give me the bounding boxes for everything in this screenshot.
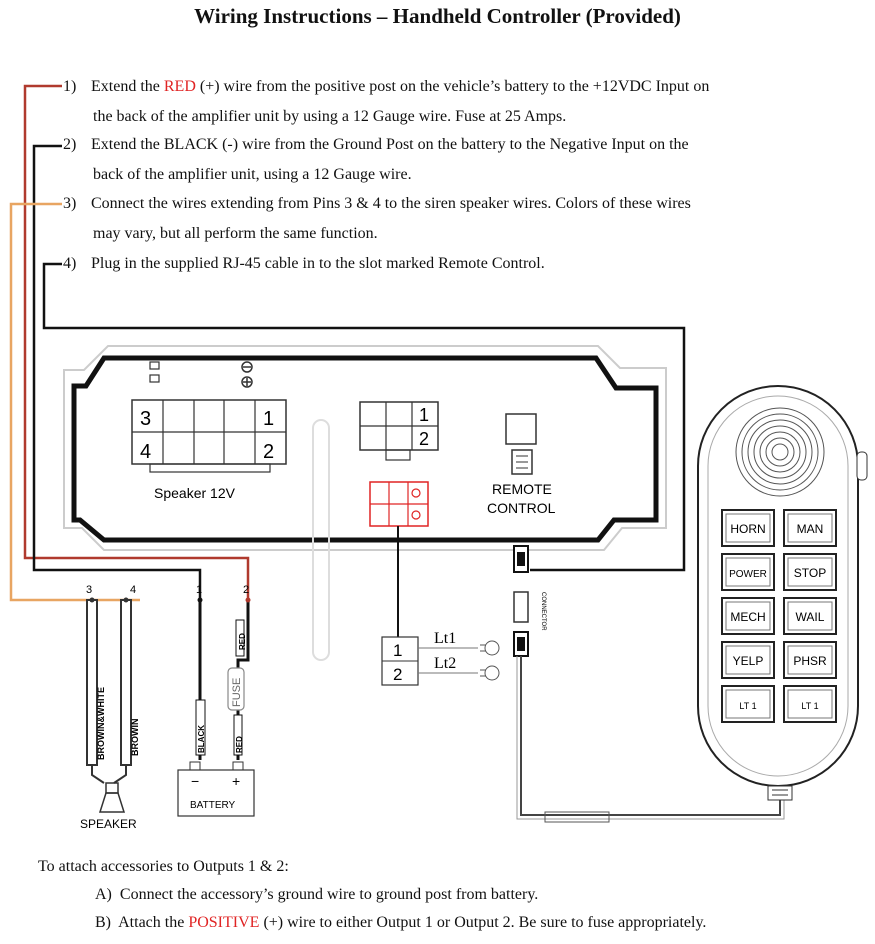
controller-button-mech: MECH	[721, 597, 775, 635]
pin-1-label: 1	[263, 408, 274, 430]
amplifier-body	[71, 355, 659, 543]
controller-button-label: MECH	[730, 610, 765, 624]
fuse-label: FUSE	[231, 678, 243, 707]
speaker-12v-label: Speaker 12V	[154, 485, 236, 501]
page-title: Wiring Instructions – Handheld Controlle…	[194, 4, 681, 28]
controller-button-label: STOP	[794, 566, 826, 580]
controller-button-wail: WAIL	[783, 597, 837, 635]
instruction-b: B) Attach the POSITIVE (+) wire to eithe…	[95, 914, 706, 932]
output-plug-red	[369, 481, 429, 527]
wiring-diagram: 3 1 4 2 Speaker 12V 1 2 REMOTE CONTROL	[9, 84, 868, 831]
lt1-label: Lt1	[434, 630, 456, 647]
controller-button-label: POWER	[729, 569, 767, 580]
red-highlight: RED	[163, 78, 196, 95]
controller-button-label: LT 1	[739, 701, 756, 711]
battery-label: BATTERY	[190, 800, 236, 811]
brown-label: BROWIN	[130, 719, 140, 757]
orange-leader-wire	[9, 202, 140, 602]
terminal-1-label: 1	[393, 641, 402, 660]
step-text: Extend the BLACK (-) wire from the Groun…	[91, 136, 689, 153]
amplifier-stand	[312, 419, 330, 661]
svg-text:3: 3	[86, 584, 92, 596]
step-text-continued: the back of the amplifier unit by using …	[93, 108, 567, 125]
svg-text:1: 1	[196, 584, 202, 596]
output-pin-2-label: 2	[419, 429, 429, 449]
remote-port: REMOTE CONTROL	[487, 413, 556, 516]
controller-button-label: PHSR	[793, 654, 827, 668]
battery-minus: −	[191, 773, 199, 789]
red-leader-wire	[23, 84, 250, 600]
speaker-label: SPEAKER	[80, 817, 137, 831]
pin-4-label: 4	[140, 441, 151, 463]
step-text-continued: may vary, but all perform the same funct…	[93, 225, 378, 242]
speaker-wires: BROWIN&WHITE BROWIN	[86, 597, 140, 784]
controller-button-label: MAN	[797, 522, 824, 536]
battery-plus: +	[232, 773, 240, 789]
controller-button-label: HORN	[730, 522, 765, 536]
controller-button-lt-1: LT 1	[783, 685, 837, 723]
step-text: Extend the	[91, 78, 164, 95]
battery-wires: RED FUSE BLACK RED	[195, 597, 251, 760]
black-leader-wire	[32, 144, 202, 600]
step-3: 3) Connect the wires extending from Pins …	[63, 189, 863, 249]
rj45-cable: CONNECTOR	[513, 545, 785, 823]
instruction-a: A) Connect the accessory’s ground wire t…	[95, 886, 538, 904]
instruction-b-label: B)	[95, 914, 111, 931]
terminal-2-label: 2	[393, 665, 402, 684]
step-number: 3)	[63, 195, 77, 212]
controller-button-label: LT 1	[801, 701, 818, 711]
step-text: Plug in the supplied RJ-45 cable in to t…	[91, 255, 545, 272]
step-4: 4) Plug in the supplied RJ-45 cable in to…	[63, 249, 863, 279]
speaker-connector: 3 1 4 2 Speaker 12V	[131, 399, 287, 501]
red-wire-label: RED	[238, 633, 247, 650]
output-terminal-block: 1 2 Lt1 Lt2	[381, 630, 500, 686]
instruction-b-text-end: (+) wire to either Output 1 or Output 2.…	[259, 914, 707, 931]
controller-button-horn: HORN	[721, 509, 775, 547]
controller-button-yelp: YELP	[721, 641, 775, 679]
step-number: 4)	[63, 255, 77, 272]
accessories-intro: To attach accessories to Outputs 1 & 2:	[38, 858, 289, 875]
output-connector: 1 2	[359, 401, 439, 461]
amplifier-outer	[63, 345, 667, 551]
controller-button-man: MAN	[783, 509, 837, 547]
control-label: CONTROL	[487, 500, 556, 516]
controller-button-power: POWER	[721, 553, 775, 591]
wire-numbers: 3 4 1 2	[86, 584, 249, 596]
instruction-a-label: A)	[95, 886, 112, 903]
step-number: 1)	[63, 78, 77, 95]
remote-leader-wire	[42, 262, 686, 572]
red-wire-label-lower: RED	[235, 736, 244, 753]
output-pin-1-label: 1	[419, 405, 429, 425]
svg-text:2: 2	[243, 584, 249, 596]
controller-button-stop: STOP	[783, 553, 837, 591]
pin-2-label: 2	[263, 441, 274, 463]
black-wire-label: BLACK	[197, 725, 206, 753]
controller-button-lt-1: LT 1	[721, 685, 775, 723]
lamp-icon	[480, 640, 500, 681]
step-number: 2)	[63, 136, 77, 153]
svg-text:4: 4	[130, 584, 136, 596]
controller-button-phsr: PHSR	[783, 641, 837, 679]
speaker-icon	[98, 782, 126, 813]
polarity-icons	[149, 361, 253, 388]
step-1: 1) Extend the RED (+) wire from the posit…	[63, 72, 863, 132]
speaker-grille-icon	[735, 407, 825, 497]
step-text: (+) wire from the positive post on the v…	[195, 78, 710, 95]
controller-button-label: YELP	[733, 654, 764, 668]
remote-label: REMOTE	[492, 481, 552, 497]
instruction-b-text: Attach the	[118, 914, 189, 931]
positive-highlight: POSITIVE	[188, 914, 260, 931]
pin-3-label: 3	[140, 408, 151, 430]
controller-button-label: WAIL	[796, 610, 825, 624]
handheld-controller: HORN MAN POWER STOP MECH WAIL YELP PHSR LT 1 LT 1	[697, 385, 868, 801]
instruction-a-text: Connect the accessory’s ground wire to g…	[119, 886, 539, 903]
step-text: Connect the wires extending from Pins 3 …	[91, 195, 691, 212]
battery-icon: − + BATTERY	[177, 761, 255, 817]
brown-white-label: BROWIN&WHITE	[96, 687, 106, 760]
step-2: 2) Extend the BLACK (-) wire from the Gro…	[63, 130, 863, 190]
connector-label: CONNECTOR	[540, 592, 546, 631]
lt2-label: Lt2	[434, 655, 456, 672]
step-text-continued: back of the amplifier unit, using a 12 G…	[93, 166, 412, 183]
